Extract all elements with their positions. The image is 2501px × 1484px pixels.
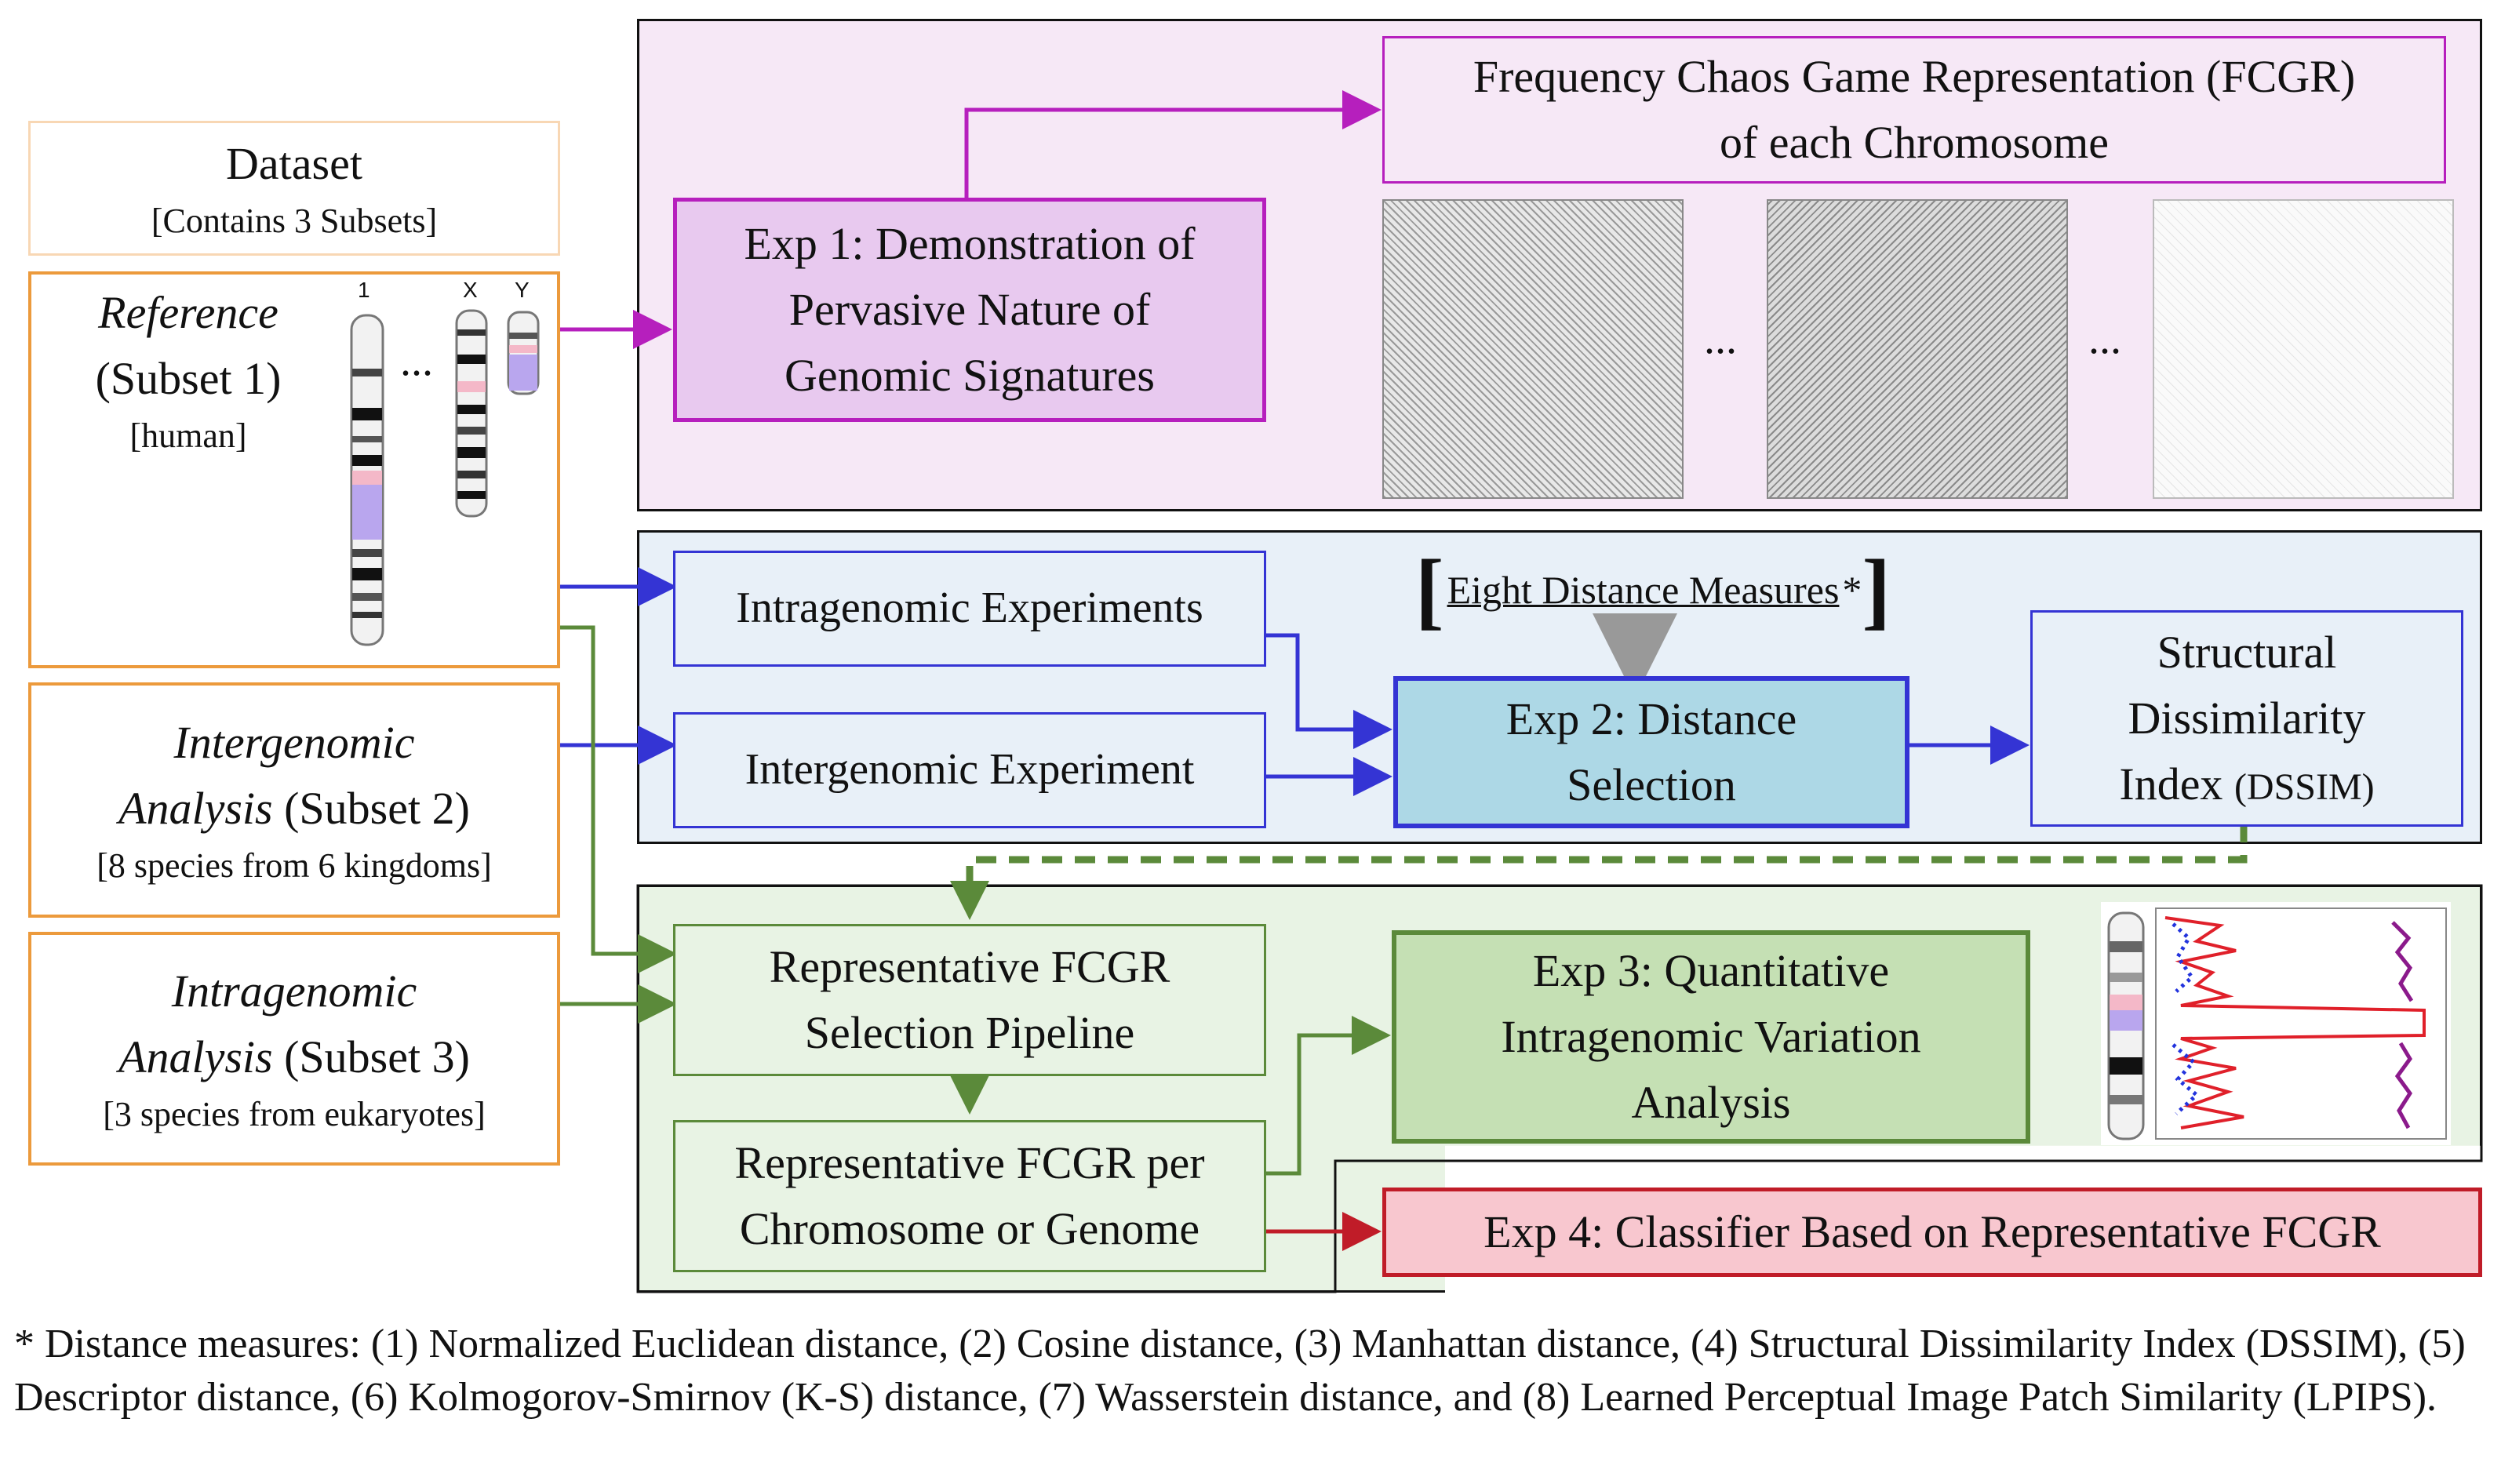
- dssim-line3: Index (DSSIM): [2119, 751, 2374, 817]
- subset3-title-italic-1: Intragenomic: [171, 966, 417, 1017]
- exp2-line2: Selection: [1567, 759, 1736, 810]
- fcgr-image-1: [1382, 199, 1684, 499]
- subset2-title-italic-2: Analysis: [118, 783, 273, 835]
- intra-experiments-box: Intragenomic Experiments: [673, 551, 1266, 667]
- exp1-line1: Exp 1: Demonstration of: [744, 217, 1196, 269]
- fcgr-output-box: Frequency Chaos Game Representation (FCG…: [1382, 36, 2446, 184]
- subset1-text: Reference (Subset 1) [human]: [47, 279, 329, 461]
- chromosome-x-icon: [455, 309, 488, 518]
- subset2-title-line1: Intergenomic: [173, 710, 414, 776]
- dssim-index: Index: [2119, 758, 2223, 810]
- subset3-title-line1: Intragenomic: [172, 958, 417, 1024]
- exp3-line2: Intragenomic Variation: [1501, 1010, 1921, 1062]
- dataset-title: Dataset: [226, 138, 362, 190]
- distance-measures-asterisk: *: [1842, 568, 1862, 612]
- fcgr-line1: Frequency Chaos Game Representation (FCG…: [1473, 50, 2356, 102]
- inter-experiment-box: Intergenomic Experiment: [673, 712, 1266, 828]
- arrow-intra-to-exp2: [1266, 633, 1392, 749]
- fcgr-ellipsis-2: ...: [2088, 315, 2121, 363]
- exp1-line3: Genomic Signatures: [785, 350, 1155, 402]
- chrom-label-1: 1: [358, 278, 370, 302]
- exp2-line1: Exp 2: Distance: [1505, 693, 1797, 744]
- subset3-title-line2: Analysis (Subset 3): [118, 1024, 470, 1090]
- exp1-box: Exp 1: Demonstration of Pervasive Nature…: [673, 198, 1266, 422]
- perchrom-line1: Representative FCGR per: [734, 1137, 1205, 1188]
- pipeline-line1: Representative FCGR: [769, 940, 1170, 992]
- subset1-box: [28, 271, 560, 668]
- chrom-label-y: Y: [515, 278, 530, 302]
- dataset-header: Dataset [Contains 3 Subsets]: [28, 121, 560, 256]
- subset3-title: (Subset 3): [284, 1031, 470, 1083]
- fcgr-image-2: [1767, 199, 2068, 499]
- arrow-perchrom-to-exp3: [1266, 1016, 1391, 1176]
- exp3-line3: Analysis: [1631, 1077, 1791, 1129]
- fcgr-line2: of each Chromosome: [1719, 117, 2110, 168]
- arrow-exp1-to-fcgr: [964, 90, 1382, 198]
- chromosome-y-icon: [507, 311, 540, 395]
- exp3-panel-border: [636, 884, 2483, 1293]
- subset2-title-line2: Analysis (Subset 2): [118, 776, 470, 842]
- bracket-left: [: [1414, 542, 1444, 638]
- fcgr-ellipsis-1: ...: [1704, 315, 1737, 363]
- dssim-abbrev: (DSSIM): [2233, 766, 2375, 809]
- intra-experiments-label: Intragenomic Experiments: [736, 584, 1203, 633]
- exp4-label: Exp 4: Classifier Based on Representativ…: [1483, 1206, 2381, 1257]
- exp1-line2: Pervasive Nature of: [788, 283, 1151, 335]
- subset2-title-italic-1: Intergenomic: [173, 717, 415, 769]
- fcgr-image-3: [2153, 199, 2454, 499]
- inter-experiment-label: Intergenomic Experiment: [744, 745, 1195, 795]
- chromosome-1-icon: [350, 314, 384, 646]
- dssim-line1: Structural: [2157, 626, 2337, 678]
- footnote: * Distance measures: (1) Normalized Eucl…: [14, 1322, 2466, 1420]
- exp2-box: Exp 2: Distance Selection: [1393, 676, 1909, 828]
- subset3-box: Intragenomic Analysis (Subset 3) [3 spec…: [28, 932, 560, 1166]
- distance-measures-label: Eight Distance Measures: [1447, 568, 1840, 612]
- distance-measures-bracket: [ Eight Distance Measures * ]: [1389, 547, 1917, 633]
- arrow-subset1-to-pipeline: [560, 625, 677, 973]
- exp3-line1: Exp 3: Quantitative: [1532, 944, 1890, 996]
- subset1-title-italic: Reference: [98, 287, 278, 339]
- exp3-box: Exp 3: Quantitative Intragenomic Variati…: [1392, 930, 2030, 1144]
- chrom-label-x: X: [463, 278, 478, 302]
- per-chromosome-box: Representative FCGR per Chromosome or Ge…: [673, 1120, 1266, 1272]
- subset2-title: (Subset 2): [284, 783, 470, 835]
- exp4-box: Exp 4: Classifier Based on Representativ…: [1382, 1188, 2482, 1277]
- dssim-line2: Dissimilarity: [2128, 692, 2366, 744]
- pipeline-line2: Selection Pipeline: [804, 1007, 1135, 1058]
- subset3-title-italic-2: Analysis: [118, 1031, 273, 1083]
- bracket-right: ]: [1862, 542, 1891, 638]
- subset1-title: (Subset 1): [95, 353, 282, 405]
- subset2-note: [8 species from 6 kingdoms]: [96, 846, 492, 886]
- dataset-subtitle: [Contains 3 Subsets]: [151, 202, 438, 241]
- dssim-box: Structural Dissimilarity Index (DSSIM): [2030, 610, 2463, 827]
- subset2-box: Intergenomic Analysis (Subset 2) [8 spec…: [28, 682, 560, 918]
- pipeline-box: Representative FCGR Selection Pipeline: [673, 924, 1266, 1076]
- chrom-ellipsis: ...: [400, 336, 433, 385]
- subset1-note: [human]: [129, 416, 247, 456]
- intragenomic-variation-thumbnail: [2101, 902, 2451, 1145]
- dashed-dssim-to-pipeline: [966, 822, 2248, 910]
- perchrom-line2: Chromosome or Genome: [739, 1203, 1200, 1254]
- subset3-note: [3 species from eukaryotes]: [103, 1095, 486, 1134]
